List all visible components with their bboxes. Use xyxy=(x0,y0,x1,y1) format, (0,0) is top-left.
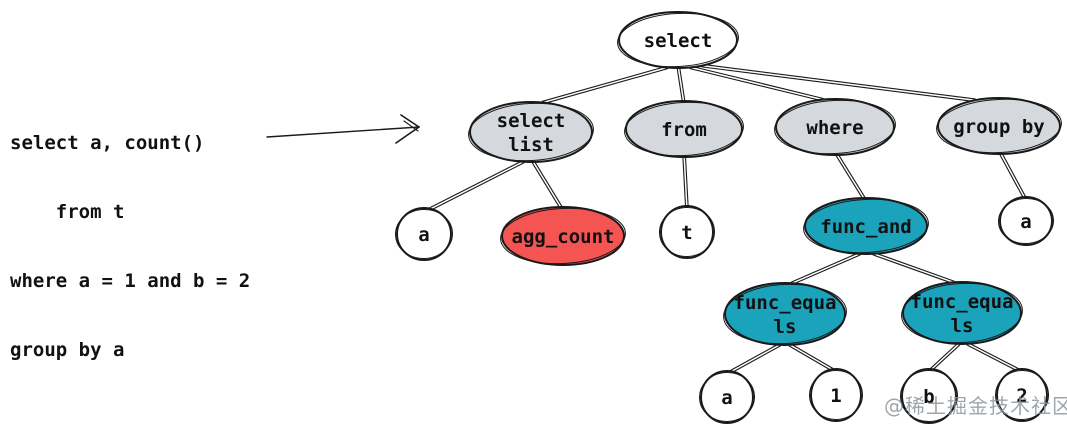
tree-edge xyxy=(792,254,861,285)
sql-line: group by a xyxy=(10,339,125,361)
tree-node-label-group-by: group by xyxy=(953,116,1045,138)
sql-line: from t xyxy=(10,201,125,223)
tree-node-sketch-func-equals-2 xyxy=(901,282,1023,344)
tree-edge xyxy=(835,155,864,200)
tree-edge xyxy=(930,342,959,369)
tree-edge xyxy=(684,156,689,207)
tree-node-sketch-agg-count xyxy=(500,207,626,265)
tree-edge xyxy=(676,67,683,102)
tree-node-agg-count xyxy=(501,206,625,266)
tree-node-sketch-func-equals-1 xyxy=(723,283,847,345)
tree-node-func-and xyxy=(804,197,928,255)
tree-node-label-agg-count: agg_count xyxy=(512,226,615,248)
tree-edge xyxy=(701,66,976,103)
tree-node-label-t: t xyxy=(681,222,692,244)
tree-node-label-a-eq: a xyxy=(721,387,732,409)
tree-node-label-where: where xyxy=(806,117,863,139)
tree-edge xyxy=(730,343,780,371)
tree-edge xyxy=(430,162,525,211)
sql-line: select a, count() xyxy=(10,132,205,154)
tree-edge xyxy=(999,154,1024,199)
tree-node-two xyxy=(996,368,1048,422)
tree-node-label-b-eq: b xyxy=(923,386,934,408)
tree-edge xyxy=(429,160,524,209)
sql-line: where a = 1 and b = 2 xyxy=(10,270,251,292)
tree-node-sketch-group-by xyxy=(936,98,1062,154)
arrow-barb-sketch xyxy=(403,120,419,132)
tree-node-one xyxy=(810,368,862,422)
tree-edge xyxy=(690,65,824,99)
sql-query-text: select a, count() from t where a = 1 and… xyxy=(10,86,250,408)
arrow-barb xyxy=(395,126,420,144)
watermark-text: @稀土掘金技术社区 xyxy=(884,394,1067,418)
tree-node-select-list xyxy=(469,101,593,163)
tree-node-label-a-group: a xyxy=(1020,211,1031,233)
tree-edge xyxy=(791,252,860,283)
tree-node-label-from: from xyxy=(661,119,707,141)
tree-node-func-equals-1 xyxy=(724,282,846,346)
arrow-barb xyxy=(400,114,420,128)
tree-node-group-by xyxy=(937,97,1061,155)
tree-node-sketch-a-select xyxy=(395,208,453,260)
tree-edge xyxy=(967,342,1019,369)
tree-node-label-two: 2 xyxy=(1016,385,1027,407)
tree-node-label-func-and: func_and xyxy=(820,216,912,238)
tree-node-sketch-b-eq xyxy=(900,369,958,423)
tree-node-sketch-two xyxy=(995,369,1049,421)
tree-edge xyxy=(533,160,563,207)
tree-edge xyxy=(731,345,781,374)
tree-node-sketch-one xyxy=(809,369,863,421)
tree-node-sketch-a-eq xyxy=(699,371,755,423)
tree-edge xyxy=(932,344,961,371)
tree-edge xyxy=(689,68,823,102)
tree-node-label-one: 1 xyxy=(830,385,841,407)
tree-edge xyxy=(873,252,955,282)
tree-node-sketch-from xyxy=(624,101,744,157)
tree-node-sketch-where xyxy=(774,99,896,155)
arrow-shaft xyxy=(266,126,420,138)
tree-edge xyxy=(682,156,687,207)
tree-node-func-equals-2 xyxy=(902,281,1022,345)
tree-node-sketch-a-group xyxy=(998,197,1054,245)
tree-edge xyxy=(789,343,834,369)
tree-edge xyxy=(1001,152,1026,197)
tree-node-a-group xyxy=(999,196,1053,246)
tree-edge xyxy=(837,153,866,198)
tree-node-sketch-select-list xyxy=(468,102,594,162)
tree-edge xyxy=(788,345,832,372)
tree-edge xyxy=(701,63,976,100)
tree-node-sketch-t xyxy=(659,206,715,258)
tree-node-label-a-select: a xyxy=(418,224,429,246)
tree-edge xyxy=(542,68,668,105)
tree-node-b-eq xyxy=(901,368,957,424)
tree-node-sketch-select xyxy=(617,12,739,68)
tree-node-label-select: select xyxy=(644,30,713,52)
tree-edge xyxy=(872,254,954,285)
tree-edge xyxy=(966,344,1018,372)
tree-node-from xyxy=(625,100,743,158)
tree-node-select xyxy=(618,11,738,69)
tree-edge xyxy=(679,67,686,102)
tree-node-sketch-func-and xyxy=(803,198,929,254)
tree-edge xyxy=(541,65,668,102)
tree-node-a-eq xyxy=(700,370,754,424)
tree-node-where xyxy=(775,98,895,156)
tree-node-a-select xyxy=(396,207,452,261)
tree-edge xyxy=(531,162,561,209)
tree-node-t xyxy=(660,205,714,259)
